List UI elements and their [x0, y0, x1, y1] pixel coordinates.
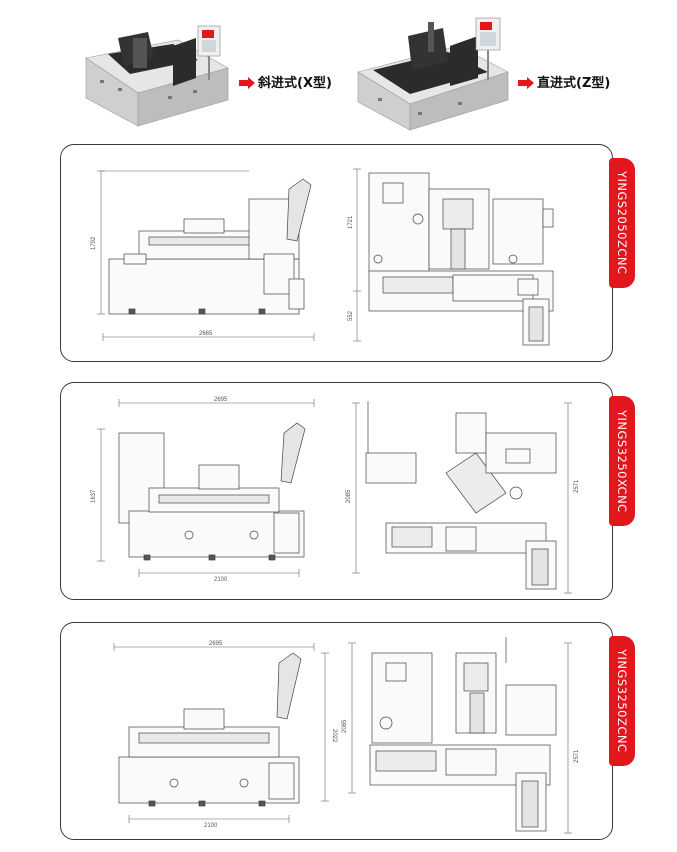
dim-width: 2100: [214, 577, 228, 583]
dim-top: 2695: [209, 641, 223, 647]
model-tab: YINGS3250XCNC: [609, 396, 635, 526]
top-view-drawing: 1721 552: [348, 168, 554, 346]
side-view-drawing: 2695 1637 2100: [91, 397, 315, 583]
machine-photo-z: [348, 12, 513, 137]
label-z-type: 直进式(Z型): [537, 76, 611, 91]
top-view-drawing: 2085 2571: [346, 401, 580, 594]
dim-bottom: 552: [348, 310, 354, 321]
label-x-type: 斜进式(X型): [258, 76, 332, 91]
dim-height: 1637: [91, 489, 97, 503]
side-view-drawing: 2695 2022 2100: [113, 641, 337, 829]
dim-width: 2665: [199, 331, 213, 337]
dim-width: 2100: [204, 823, 218, 829]
dim-right: 2571: [574, 479, 580, 493]
arrow-right-icon: [239, 74, 255, 93]
dim-left: 2085: [346, 489, 352, 503]
model-tab: YINGS3250ZCNC: [609, 636, 635, 766]
spec-panel-2: 2695 1637 2100 2085 2571: [60, 382, 613, 600]
model-tab: YINGS2050ZCNC: [609, 158, 635, 288]
dim-right: 2571: [574, 749, 580, 763]
dim-height: 2022: [331, 729, 337, 743]
spec-panel-1: 1792 2665 1721 552: [60, 144, 613, 362]
dim-top: 2695: [214, 397, 228, 403]
dim-height: 1792: [91, 236, 97, 250]
spec-panel-3: 2695 2022 2100 2085 2571: [60, 622, 613, 840]
dim-left: 2085: [342, 719, 348, 733]
side-view-drawing: 1792 2665: [91, 170, 315, 341]
arrow-right-icon: [518, 74, 534, 93]
machine-photo-x: [78, 18, 238, 138]
top-view-drawing: 2085 2571: [342, 637, 580, 834]
dim-top: 1721: [348, 215, 354, 229]
